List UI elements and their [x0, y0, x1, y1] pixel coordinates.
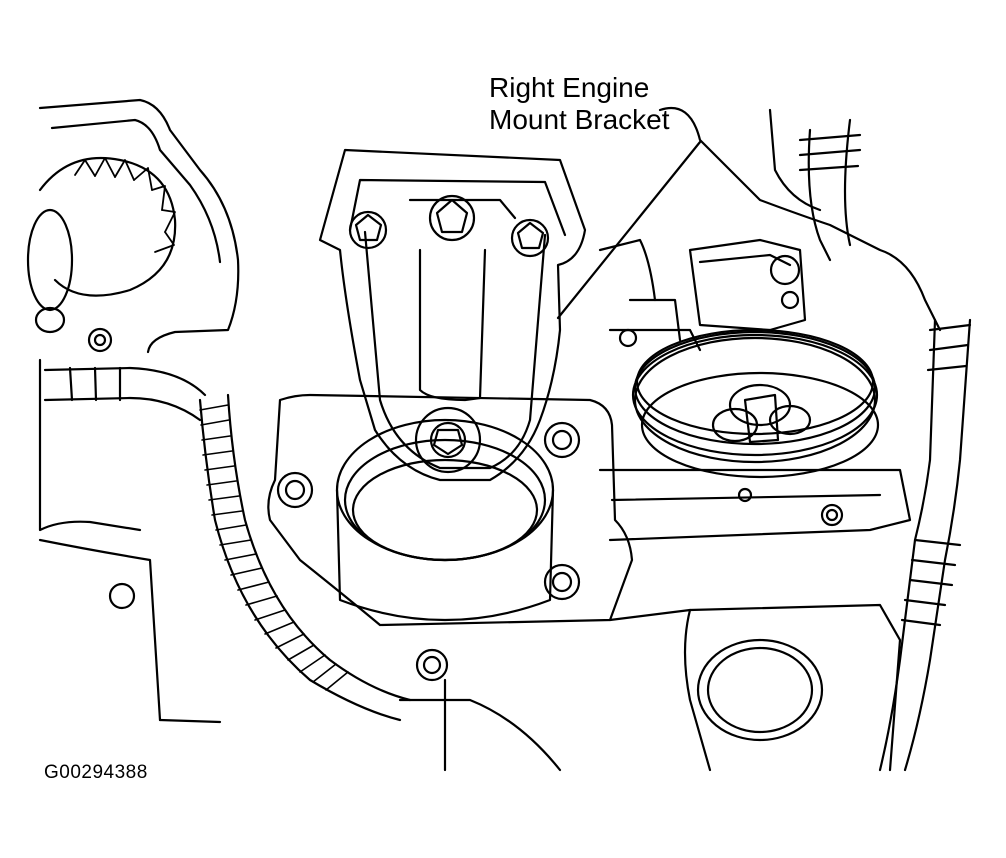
callout-leader-line [556, 140, 702, 320]
callout-line-2: Mount Bracket [489, 104, 670, 135]
timing-belt-cover [398, 603, 902, 772]
callout-line-1: Right Engine [489, 72, 650, 103]
callout-label: Right Engine Mount Bracket [489, 72, 729, 136]
power-steering-pump [608, 238, 807, 352]
engine-block-outline [38, 98, 942, 724]
power-steering-pump-pulley [631, 328, 880, 479]
hose [798, 118, 972, 772]
left-hose [43, 366, 207, 422]
figure-id: G00294388 [44, 762, 148, 783]
base-plate-bolts [108, 421, 581, 682]
bracket-bolts [348, 194, 550, 258]
alternator-gear [26, 156, 177, 353]
engine-mount [335, 418, 555, 622]
mount-base-plate [267, 393, 912, 627]
wiring-harness [198, 393, 412, 722]
